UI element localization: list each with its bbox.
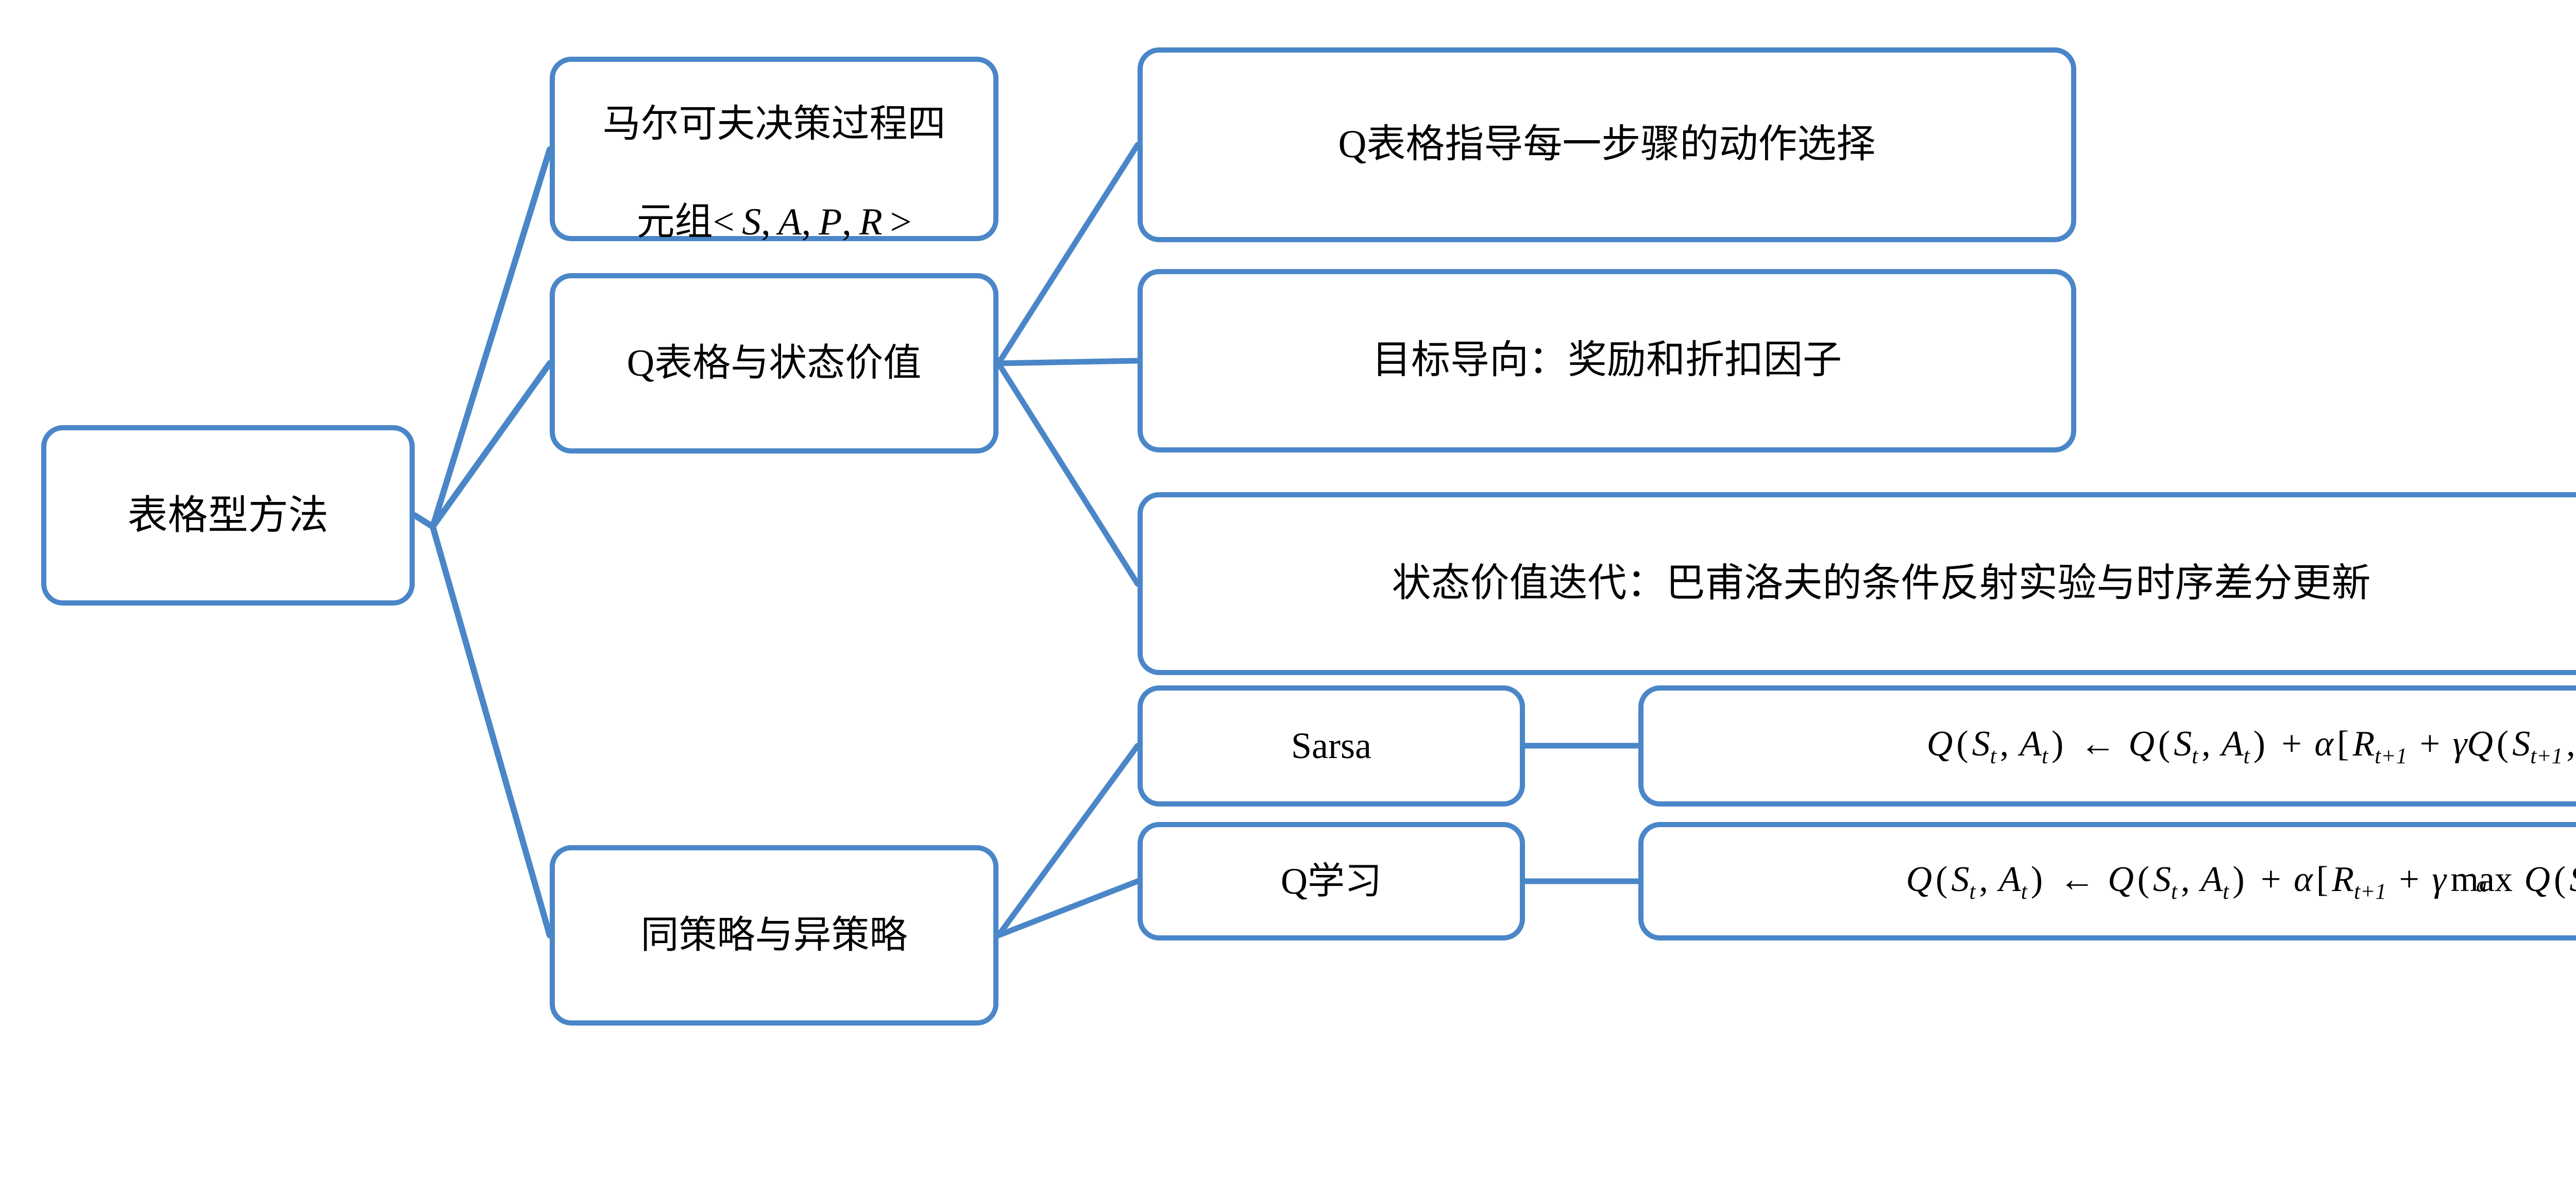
edge-root-to-policy [430,524,553,938]
edge-qtable-to-leaf2 [995,358,1141,366]
node-qlearning[interactable]: Q学习 [1138,822,1525,941]
node-leaf-value-iteration[interactable]: 状态价值迭代：巴甫洛夫的条件反射实验与时序差分更新 [1138,492,2576,675]
edge-root-junction [412,512,436,530]
node-qlearning-label: Q学习 [1281,860,1382,902]
node-sarsa[interactable]: Sarsa [1138,685,1525,807]
node-sarsa-formula-label: Q(St, At) ← Q(St, At) + α[Rt+1 + γQ(St+1… [1926,724,2575,769]
edge-policy-to-qlearning [995,878,1141,938]
node-mdp-label: 马尔可夫决策过程四 元组< S, A, P, R > [568,52,980,247]
edge-policy-to-sarsa [995,743,1141,938]
edge-qtable-to-leaf3 [995,360,1141,587]
node-qtable-label: Q表格与状态价值 [626,342,922,384]
node-mdp-line1: 马尔可夫决策过程四 [602,103,946,146]
edge-root-to-mdp [430,146,553,530]
node-mdp-line2: 元组< S, A, P, R > [636,200,912,243]
node-leaf-action-selection-label: Q表格指导每一步骤的动作选择 [1338,123,1876,166]
max-operator-subscript: a [2476,873,2487,897]
edge-qtable-to-leaf1 [995,142,1141,366]
node-leaf-goal-oriented-label: 目标导向：奖励和折扣因子 [1372,339,1842,382]
node-root[interactable]: 表格型方法 [41,425,415,606]
node-root-label: 表格型方法 [127,493,329,538]
node-leaf-goal-oriented[interactable]: 目标导向：奖励和折扣因子 [1138,269,2076,452]
node-qtable[interactable]: Q表格与状态价值 [550,273,998,454]
node-mdp[interactable]: 马尔可夫决策过程四 元组< S, A, P, R > [550,57,998,243]
node-onoffpolicy[interactable]: 同策略与异策略 [550,845,998,1026]
node-onoffpolicy-label: 同策略与异策略 [640,914,908,956]
node-leaf-action-selection[interactable]: Q表格指导每一步骤的动作选择 [1138,47,2076,242]
edge-root-to-qtable [430,360,553,530]
node-sarsa-formula[interactable]: Q(St, At) ← Q(St, At) + α[Rt+1 + γQ(St+1… [1638,685,2576,807]
node-leaf-value-iteration-label: 状态价值迭代：巴甫洛夫的条件反射实验与时序差分更新 [1392,561,2371,605]
node-sarsa-label: Sarsa [1291,725,1371,767]
